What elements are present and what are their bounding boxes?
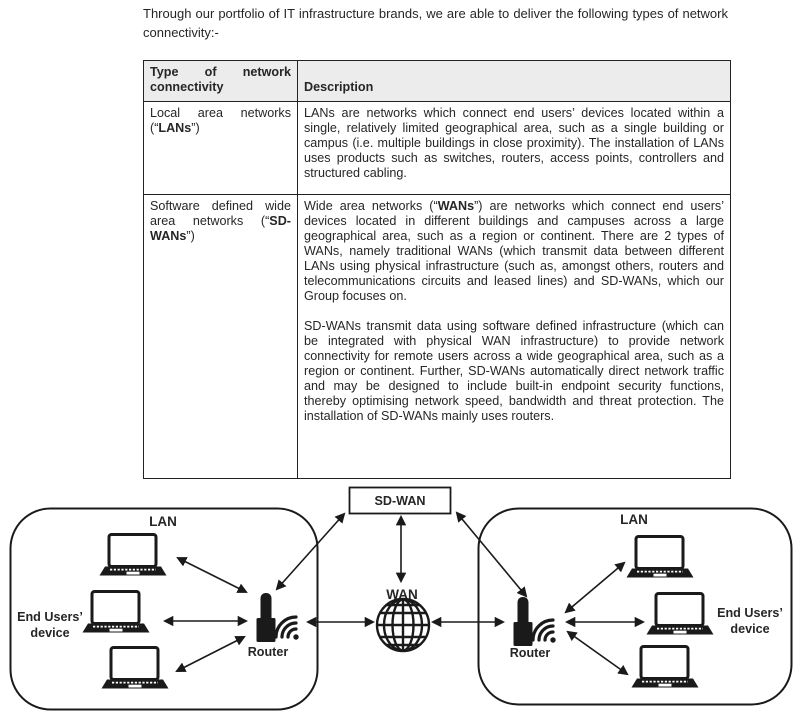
lan-type-bold: LANs [158, 121, 192, 135]
arrow-router-right-laptop3 [566, 630, 629, 676]
wan-globe-icon [375, 597, 431, 653]
arrow-laptop1-router-left [176, 557, 248, 593]
sdwan-description-paragraph-2: SD-WANs transmit data using software def… [304, 319, 724, 423]
laptop-icon [98, 533, 168, 577]
sdwan-type-close: ”) [186, 229, 195, 243]
arrow-sdwan-router-right [455, 511, 528, 598]
lan-type-cell: Local area networks (“LANs”) [144, 102, 298, 195]
sdwan-description-paragraph-1: Wide area networks (“WANs”) are networks… [304, 199, 724, 304]
wan-def-prefix: Wide area networks (“ [304, 199, 438, 213]
end-users-left-label-2: device [30, 626, 69, 640]
lan-type-close: ”) [191, 121, 200, 135]
arrow-sdwan-router-left [275, 512, 346, 591]
wan-label: WAN [386, 587, 418, 602]
laptop-icon [645, 592, 715, 636]
router-left-label: Router [248, 645, 289, 659]
laptop-icon [630, 645, 700, 689]
lan-type-text: Local area networks (“ [150, 106, 291, 135]
router-right-label: Router [510, 646, 551, 660]
sdwan-description-cell: Wide area networks (“WANs”) are networks… [298, 195, 730, 478]
lan-right-label: LAN [620, 512, 648, 527]
description-header-label: Description [304, 80, 374, 94]
connectivity-table: Type of network connectivity Description… [143, 60, 731, 479]
lan-description-cell: LANs are networks which connect end user… [298, 102, 730, 195]
laptop-icon [625, 535, 695, 579]
arrow-laptop3-router-left [175, 636, 246, 672]
end-users-left-label: End Users’ [17, 610, 83, 624]
lan-left-label: LAN [149, 514, 177, 529]
table-header-description: Description [298, 61, 730, 102]
sdwan-box-label: SD-WAN [374, 494, 425, 508]
end-users-right-label: End Users’ [717, 606, 783, 620]
end-users-right-label-2: device [730, 622, 769, 636]
wan-def-bold: WANs [437, 199, 475, 213]
sdwan-type-bold: SD-WANs [150, 214, 291, 243]
sdwan-type-cell: Software defined wide area networks (“SD… [144, 195, 298, 478]
wan-def-suffix: ”) are networks which connect end users’… [304, 199, 724, 303]
intro-paragraph: Through our portfolio of IT infrastructu… [143, 6, 728, 40]
network-diagram: SD-WAN LAN LAN WAN End Users’ device End… [9, 486, 793, 711]
laptop-icon [81, 590, 151, 634]
laptop-icon [100, 646, 170, 690]
lan-right-box [477, 507, 793, 706]
sdwan-type-text: Software defined wide area networks (“ [150, 199, 291, 228]
arrow-router-right-laptop1 [564, 561, 626, 614]
table-header-type: Type of network connectivity [144, 61, 298, 102]
sdwan-box [348, 486, 452, 515]
lan-description-text: LANs are networks which connect end user… [304, 106, 724, 180]
